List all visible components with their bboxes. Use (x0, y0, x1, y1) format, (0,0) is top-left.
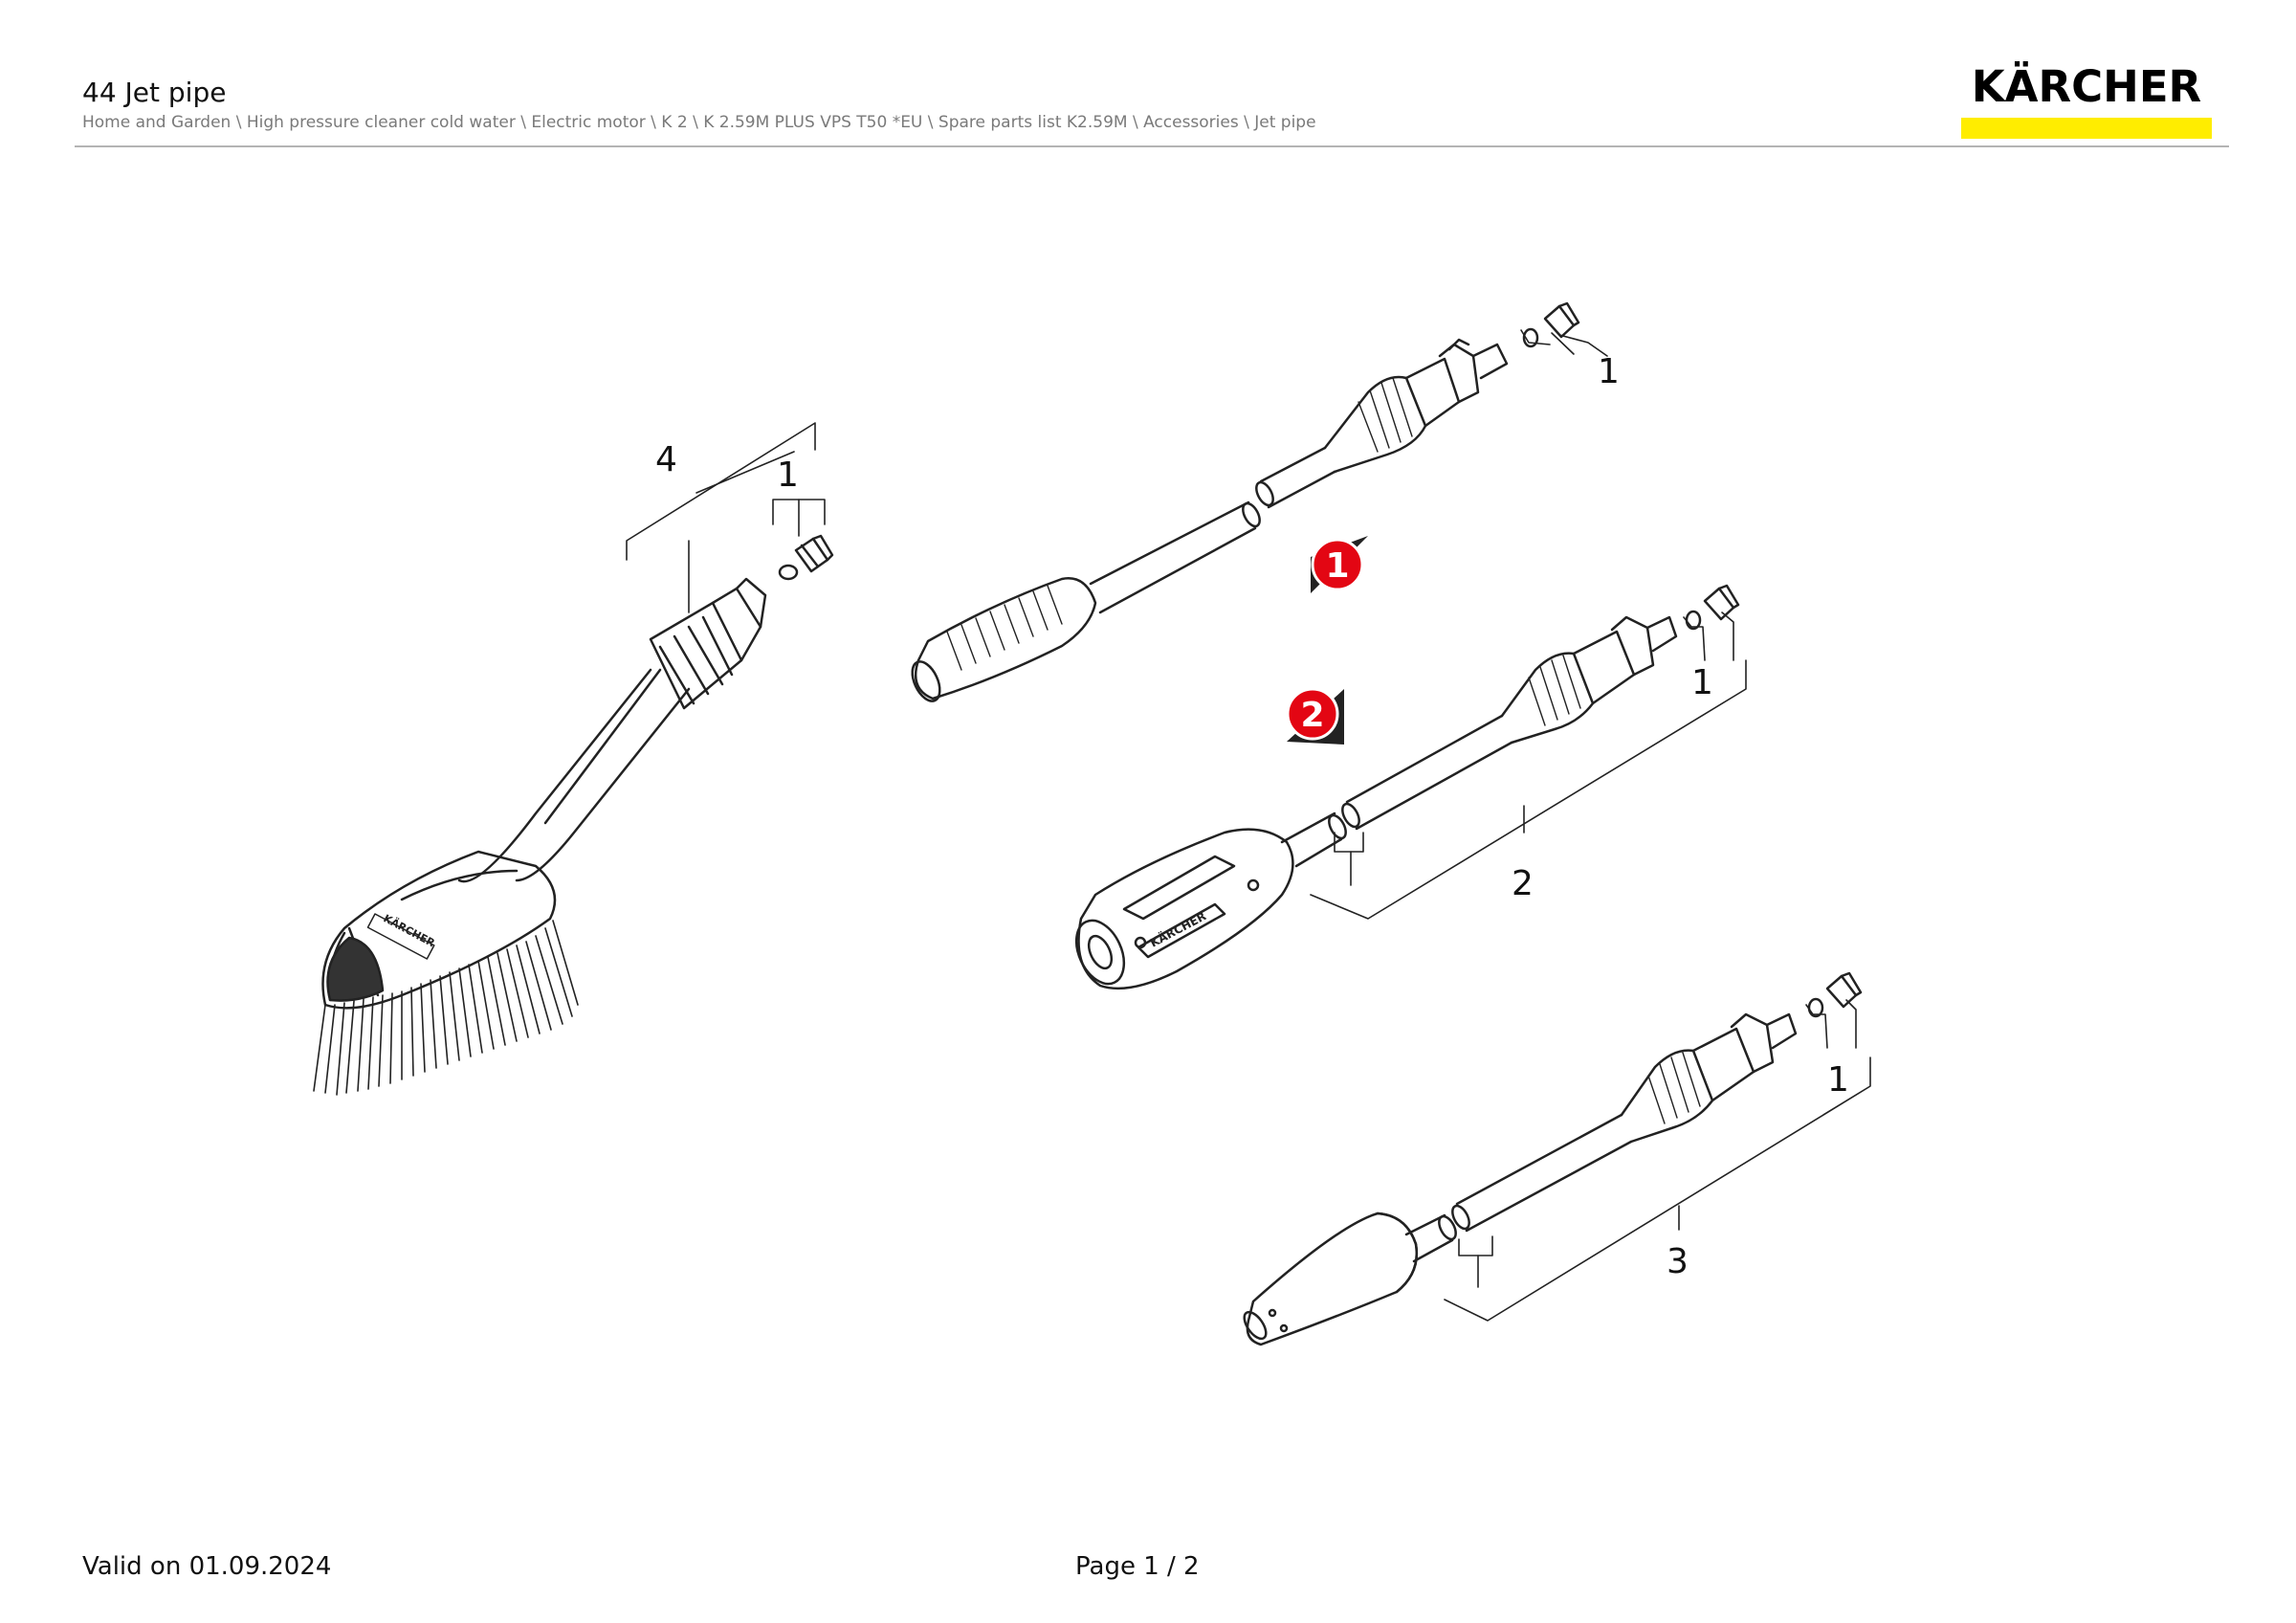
pipe3-callout-lines (1444, 999, 1871, 1322)
marker-2-label: 2 (1300, 696, 1324, 735)
callout-pipe1-1: 1 (1598, 352, 1620, 391)
jet-pipe-2 (1074, 584, 1740, 990)
logo-yellow-bar (1961, 118, 2212, 139)
jet-pipe-1 (911, 301, 1580, 702)
marker-1-label: 1 (1325, 546, 1349, 586)
jet-pipe-3 (1243, 971, 1863, 1346)
valid-on-date: Valid on 01.09.2024 (82, 1552, 332, 1581)
pipe1-callout-lines (1520, 329, 1608, 357)
wash-brush (313, 534, 834, 1096)
header-divider (75, 145, 2229, 147)
callout-3: 3 (1667, 1242, 1689, 1281)
breadcrumb: Home and Garden \ High pressure cleaner … (82, 113, 1316, 132)
callout-pipe3-1: 1 (1827, 1060, 1849, 1100)
callout-4: 4 (655, 440, 677, 479)
logo-text: KÄRCHER (1971, 61, 2202, 112)
page-number: Page 1 / 2 (1075, 1552, 1200, 1581)
callout-pipe2-1: 1 (1691, 663, 1713, 702)
pipe2-callout-lines (1310, 611, 1747, 920)
brush-callout-lines (626, 422, 826, 613)
marker-1: 1 (1311, 536, 1368, 593)
page-title: 44 Jet pipe (82, 77, 227, 108)
marker-2: 2 (1286, 687, 1344, 745)
callout-brush-1: 1 (777, 456, 799, 495)
callout-2: 2 (1512, 864, 1534, 903)
karcher-logo: KÄRCHER (1961, 65, 2212, 139)
